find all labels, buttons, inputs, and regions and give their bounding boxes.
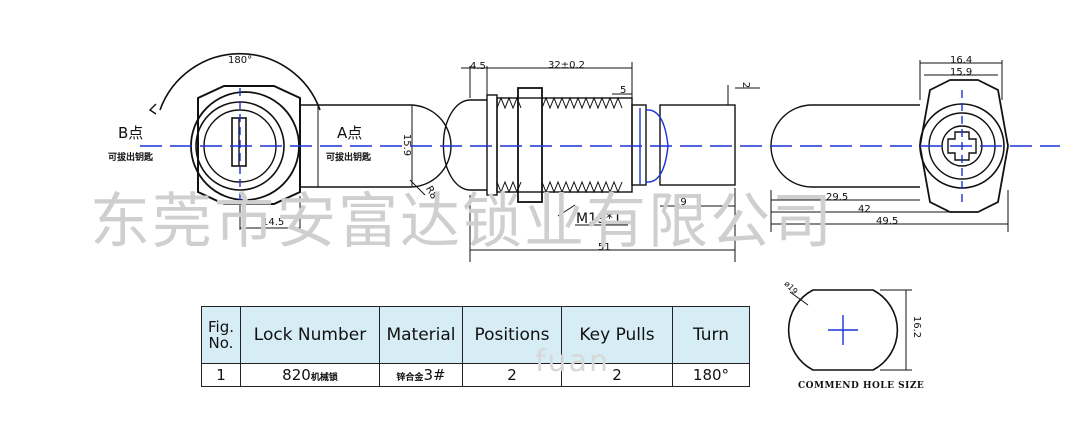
spec-table: Fig. No. Lock Number Material Positions … [201,306,750,387]
dim-4-5-label: 4.5 [470,61,486,72]
dim-19-label: 19 [674,197,687,208]
dim-2-label: 2 [740,81,752,89]
hole-height-label: 16.2 [911,315,923,339]
fuan-watermark: fuan [535,344,610,379]
dim-49-5-label: 49.5 [876,216,899,227]
point-b-label: B点 [118,124,144,142]
material-suffix: 3# [423,366,446,384]
header-lock-number: Lock Number [240,306,380,364]
header-material: Material [379,306,463,364]
dim-29-5-label: 29.5 [826,192,849,203]
side-view [442,62,760,262]
header-turn: Turn [672,306,750,364]
top-angle-label: 180° [228,55,253,66]
dim-32-label: 32±0.2 [548,60,586,71]
dim-15-9b-label: 15.9 [950,67,973,78]
cell-lock-number: 820机械锁 [240,363,380,387]
cell-material: 锌合金3# [379,363,463,387]
dim-16-4-label: 16.4 [950,55,973,66]
cell-fig: 1 [201,363,241,387]
dim-51-label: 51 [598,242,611,253]
hole-size-drawing [787,289,912,371]
dim-14-5-label: 14.5 [262,217,285,228]
lock-number-suffix: 机械锁 [310,373,338,383]
dim-5-label: 5 [620,85,627,96]
thread-label: M19*1 [576,211,622,227]
hole-caption: COMMEND HOLE SIZE [798,381,925,391]
removable-a-label: 可拔出钥匙 [326,153,372,163]
removable-b-label: 可拔出钥匙 [108,153,154,163]
table-row: 1 820机械锁 锌合金3# 2 2 180° [201,363,750,387]
cell-turn: 180° [672,363,750,387]
material-prefix: 锌合金 [396,373,424,383]
cell-key-pulls: 2 [561,363,673,387]
table-header-row: Fig. No. Lock Number Material Positions … [201,306,750,364]
point-a-label: A点 [337,124,363,142]
cell-positions: 2 [462,363,562,387]
dim-15-9-label: 15.9 [401,133,413,157]
header-fig-no: Fig. No. [201,306,241,364]
header-fig-text: Fig. No. [208,317,234,352]
company-watermark: 东莞市安富达锁业有限公司 [90,187,834,257]
header-key-pulls: Key Pulls [561,306,673,364]
dim-42-label: 42 [858,204,871,215]
lock-number-value: 820 [282,366,311,384]
